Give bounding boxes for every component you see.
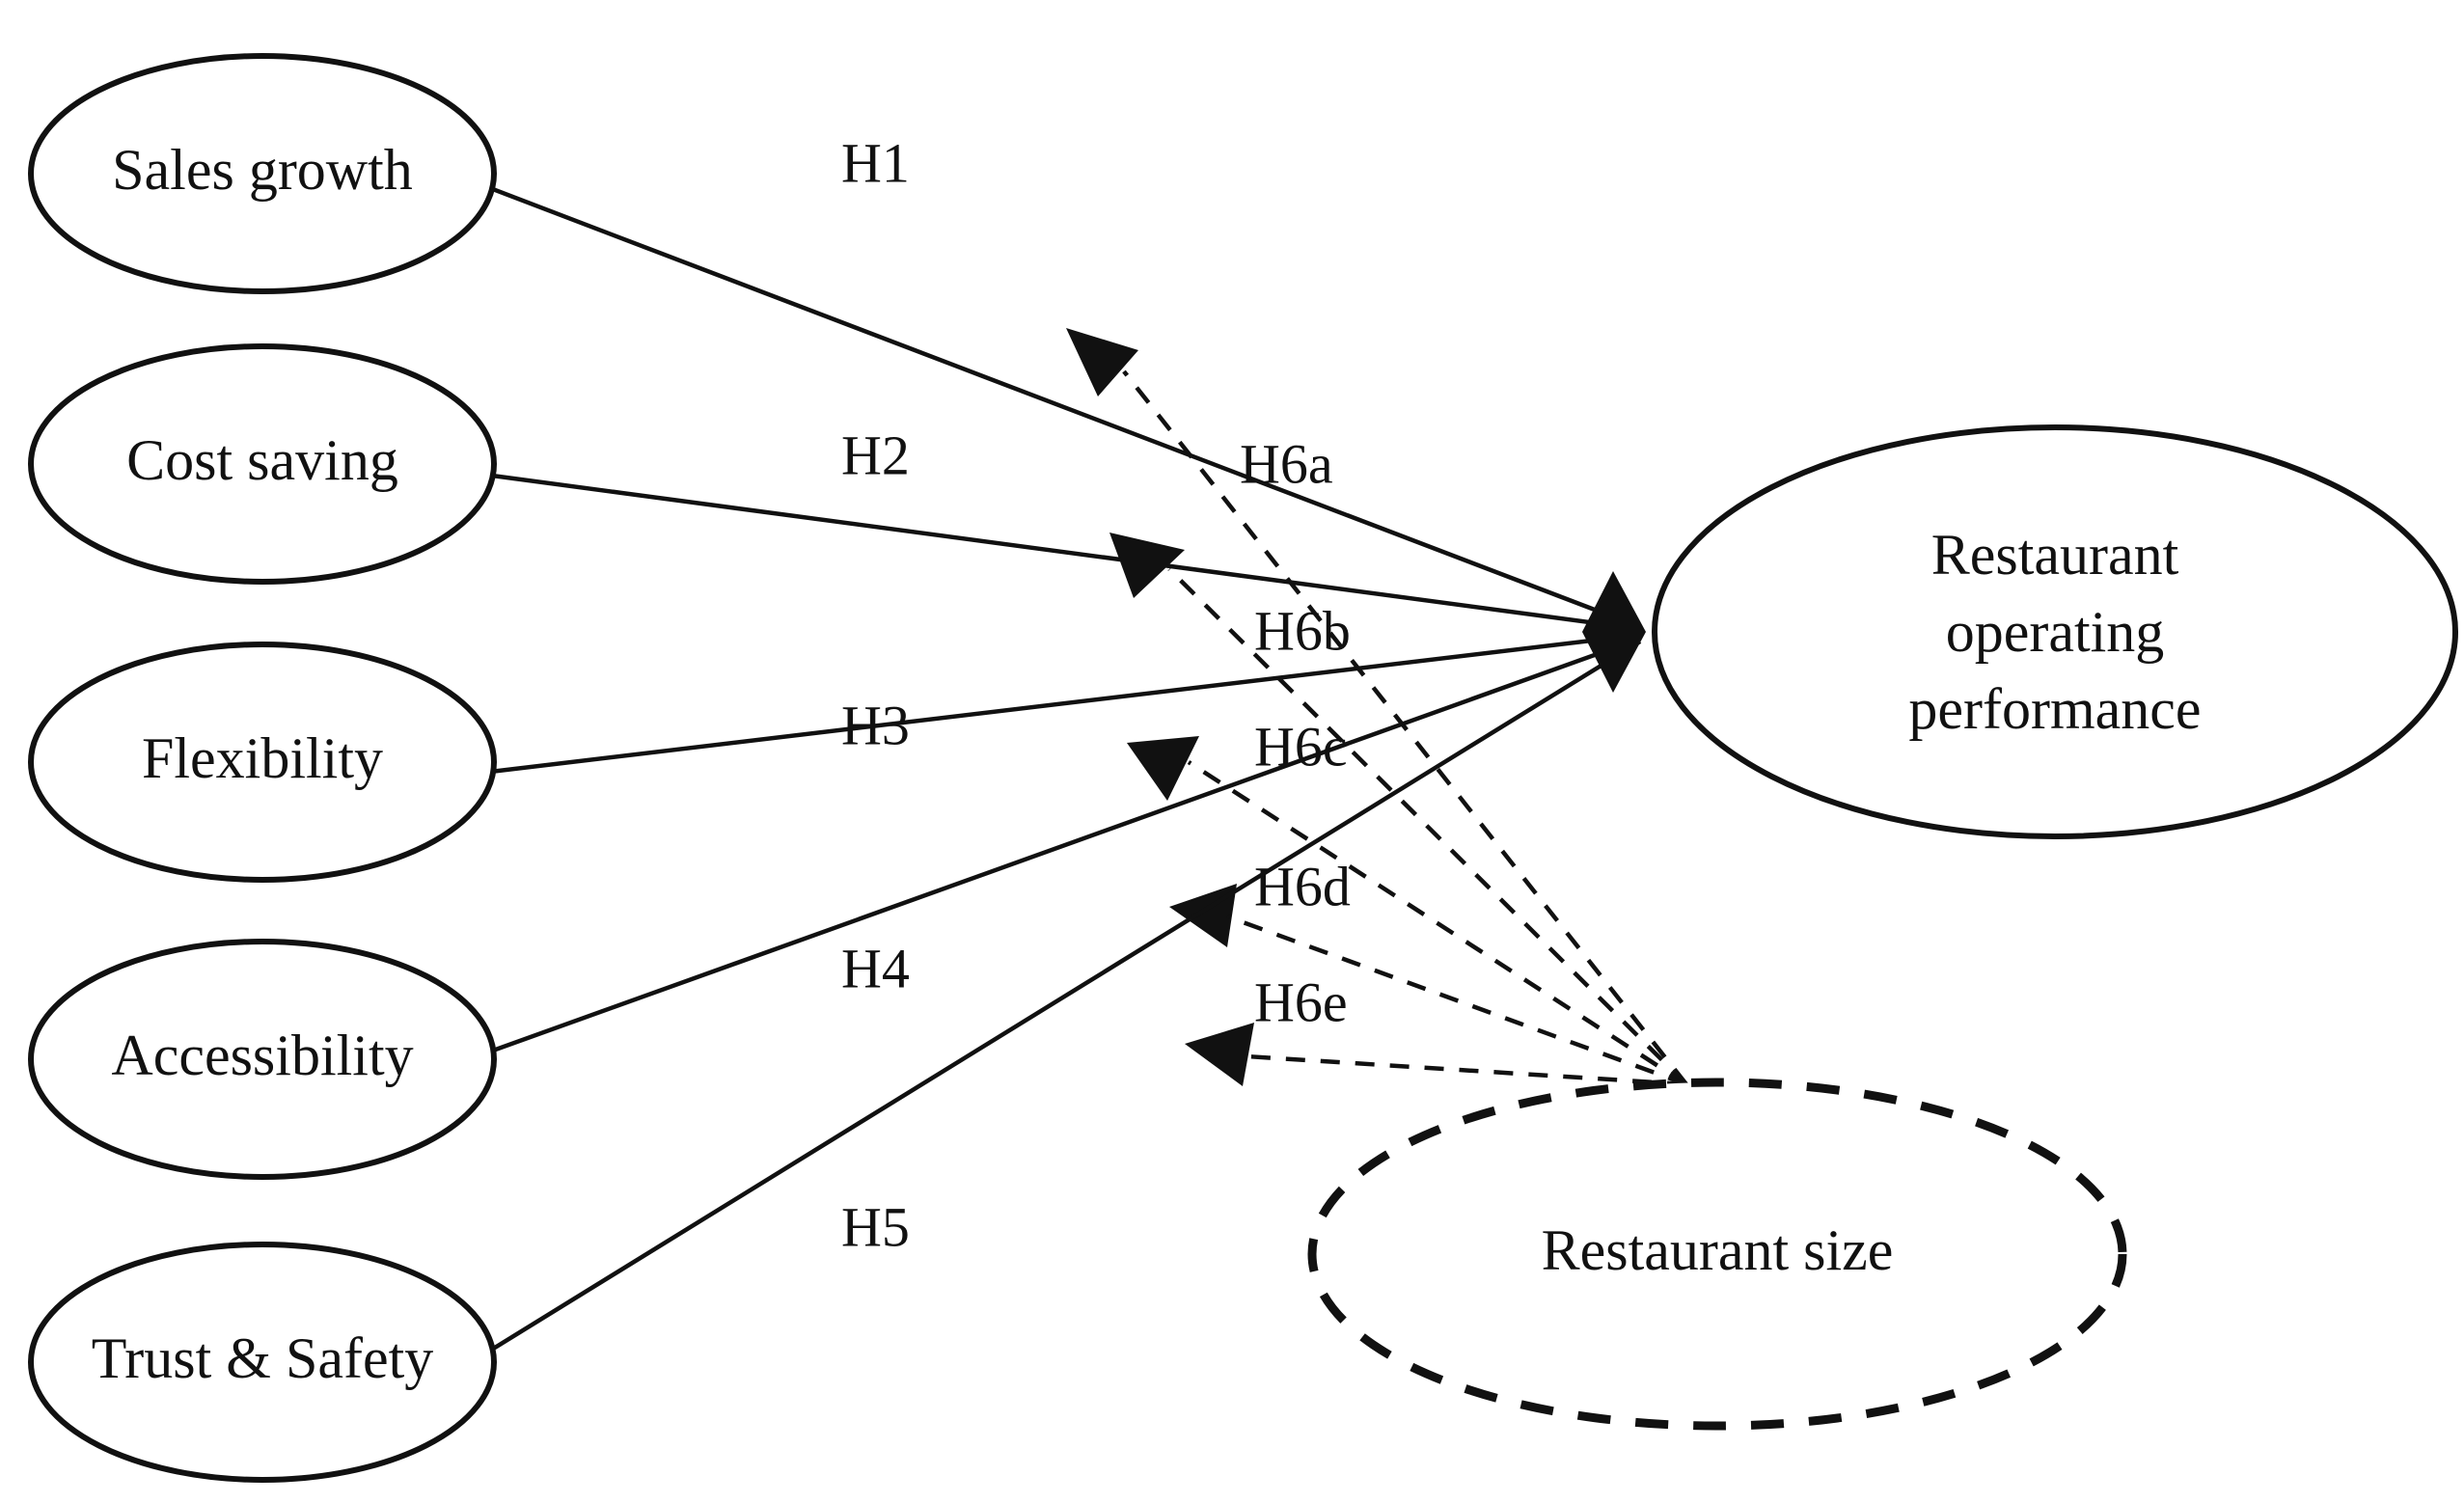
path-h2-line bbox=[491, 473, 1641, 632]
node-restaurant-operating-performance-label-line2: operating bbox=[1946, 600, 2165, 664]
path-h4-arrowhead bbox=[1169, 884, 1237, 947]
edge-label-h4: H4 bbox=[841, 937, 910, 999]
node-accessibility-label: Accessibility bbox=[111, 1024, 413, 1087]
node-cost-saving-label: Cost saving bbox=[126, 428, 398, 492]
edge-label-h1: H1 bbox=[841, 131, 910, 194]
node-flexibility[interactable]: Flexibility bbox=[28, 642, 497, 883]
node-restaurant-operating-performance-ellipse bbox=[1652, 424, 2458, 839]
path-h5-arrowhead bbox=[1185, 1023, 1254, 1086]
node-restaurant-operating-performance-label-line1: Restaurant bbox=[1931, 523, 2179, 587]
edge-label-h6c: H6c bbox=[1254, 715, 1348, 778]
path-h1-arrowhead bbox=[1066, 328, 1138, 396]
direct-paths-group bbox=[488, 185, 1642, 1353]
node-sales-growth-ellipse bbox=[28, 53, 497, 294]
edge-label-h6b: H6b bbox=[1254, 599, 1351, 662]
node-accessibility[interactable]: Accessibility bbox=[28, 939, 497, 1180]
node-sales-growth-label: Sales growth bbox=[112, 138, 413, 202]
node-cost-saving-ellipse bbox=[28, 343, 497, 585]
path-h6b[interactable] bbox=[1167, 567, 1688, 1086]
path-h6c[interactable] bbox=[1187, 760, 1688, 1086]
path-h2[interactable] bbox=[491, 473, 1641, 632]
node-restaurant-operating-performance[interactable]: Restaurant operating performance bbox=[1652, 424, 2458, 839]
predictor-nodes-group: Sales growth Cost saving Flexibility Acc… bbox=[28, 53, 497, 1483]
edge-label-h6e: H6e bbox=[1254, 970, 1348, 1033]
node-restaurant-size-label: Restaurant size bbox=[1542, 1218, 1894, 1282]
path-h4[interactable] bbox=[489, 636, 1641, 1054]
node-accessibility-ellipse bbox=[28, 939, 497, 1180]
path-h6e[interactable] bbox=[1246, 1053, 1687, 1087]
path-h6a-line bbox=[1122, 369, 1688, 1086]
path-h1-line bbox=[489, 185, 1641, 630]
node-restaurant-operating-performance-label-line3: performance bbox=[1908, 677, 2201, 741]
path-h5-line bbox=[488, 640, 1642, 1353]
path-h2-arrowhead bbox=[1109, 533, 1185, 598]
paths-diamond-head bbox=[1582, 571, 1646, 693]
moderation-paths-group bbox=[1122, 369, 1688, 1087]
path-h3-arrowhead bbox=[1127, 736, 1199, 801]
node-restaurant-size-ellipse bbox=[1307, 1078, 2127, 1431]
path-h6e-line bbox=[1246, 1053, 1687, 1087]
path-h6a[interactable] bbox=[1122, 369, 1688, 1086]
node-trust-safety[interactable]: Trust & Safety bbox=[28, 1242, 497, 1483]
edge-label-h3: H3 bbox=[841, 694, 910, 756]
path-h6d-line bbox=[1226, 914, 1687, 1087]
node-cost-saving[interactable]: Cost saving bbox=[28, 343, 497, 585]
node-trust-safety-ellipse bbox=[28, 1242, 497, 1483]
path-h6b-line bbox=[1167, 567, 1688, 1086]
edge-label-h6d: H6d bbox=[1254, 855, 1351, 917]
node-restaurant-size[interactable]: Restaurant size bbox=[1307, 1078, 2127, 1431]
node-flexibility-label: Flexibility bbox=[142, 726, 383, 790]
node-flexibility-ellipse bbox=[28, 642, 497, 883]
node-trust-safety-label: Trust & Safety bbox=[92, 1326, 434, 1390]
path-h3-line bbox=[489, 632, 1641, 775]
node-sales-growth[interactable]: Sales growth bbox=[28, 53, 497, 294]
path-h6d[interactable] bbox=[1226, 914, 1687, 1087]
edge-labels-group: H1 H2 H3 H4 H5 H6a H6b H6c H6d H6e bbox=[841, 131, 1351, 1258]
edge-label-h2: H2 bbox=[841, 424, 910, 486]
path-h5[interactable] bbox=[488, 640, 1642, 1353]
path-h1[interactable] bbox=[489, 185, 1641, 630]
path-h3[interactable] bbox=[489, 632, 1641, 801]
edge-label-h5: H5 bbox=[841, 1195, 910, 1258]
edge-label-h6a: H6a bbox=[1240, 432, 1333, 495]
path-h6c-line bbox=[1187, 760, 1688, 1086]
path-h4-line bbox=[489, 636, 1641, 1054]
